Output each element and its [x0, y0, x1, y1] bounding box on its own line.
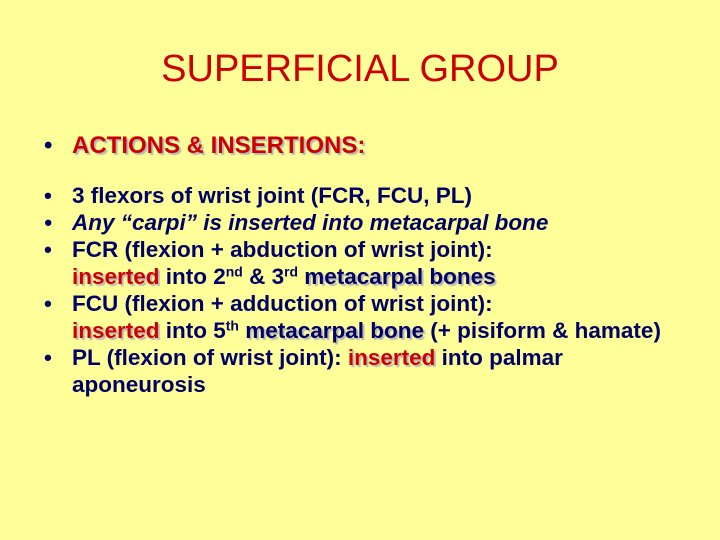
bullet-dot: •: [44, 345, 52, 370]
bullet-text: metacarpal bone: [238, 318, 425, 343]
bullet-dot: •: [44, 132, 53, 159]
bullet-dot: •: [44, 210, 52, 235]
slide-title: SUPERFICIAL GROUP: [161, 48, 559, 90]
bullet-dot: •: [44, 183, 52, 208]
list-item: • PL (flexion of wrist joint): inserted …: [44, 344, 684, 398]
bullet-dot: •: [44, 291, 52, 316]
list-item: • FCR (flexion + abduction of wrist join…: [44, 236, 684, 290]
section-heading: ACTIONS & INSERTIONS:: [72, 132, 366, 159]
bullet-text: 3 flexors of wrist joint (FCR, FCU, PL): [72, 183, 473, 208]
inserted-highlight: inserted: [72, 318, 160, 343]
bullet-text: PL (flexion of wrist joint):: [72, 345, 348, 370]
ordinal-suffix: th: [225, 317, 239, 334]
bullet-text: & 3: [242, 264, 285, 289]
list-item: • 3 flexors of wrist joint (FCR, FCU, PL…: [44, 182, 684, 209]
list-item: • FCU (flexion + adduction of wrist join…: [44, 290, 684, 344]
inserted-highlight: inserted: [72, 264, 160, 289]
bullet-dot: •: [44, 237, 52, 262]
list-item-heading: • ACTIONS & INSERTIONS:: [44, 128, 684, 164]
inserted-highlight: inserted: [347, 345, 436, 370]
bullet-text: FCR (flexion + abduction of wrist joint)…: [72, 237, 493, 262]
bullet-text: into 5: [159, 318, 226, 343]
bullet-text: into palmar aponeurosis: [72, 345, 563, 397]
list-item: • Any “carpi” is inserted into metacarpa…: [44, 209, 684, 236]
bullet-text: into 2: [159, 264, 226, 289]
bullet-list: • ACTIONS & INSERTIONS: • 3 flexors of w…: [44, 128, 684, 398]
ordinal-suffix: nd: [225, 263, 243, 280]
bullet-text: FCU (flexion + adduction of wrist joint)…: [72, 291, 493, 316]
bullet-text: (+ pisiform & hamate): [424, 318, 661, 343]
ordinal-suffix: rd: [284, 263, 299, 280]
bullet-text: metacarpal bones: [298, 264, 496, 289]
bullet-text: Any “carpi” is inserted into metacarpal …: [72, 210, 549, 235]
